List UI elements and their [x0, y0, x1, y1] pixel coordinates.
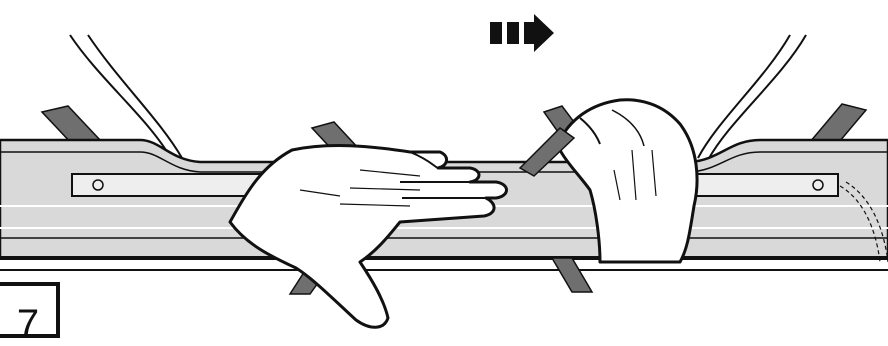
- installation-illustration: [0, 0, 888, 330]
- step-number: 7: [0, 304, 56, 344]
- arrow-right-icon: [490, 14, 554, 52]
- strip-recess-right: [690, 174, 838, 196]
- glass-outline: [70, 35, 806, 160]
